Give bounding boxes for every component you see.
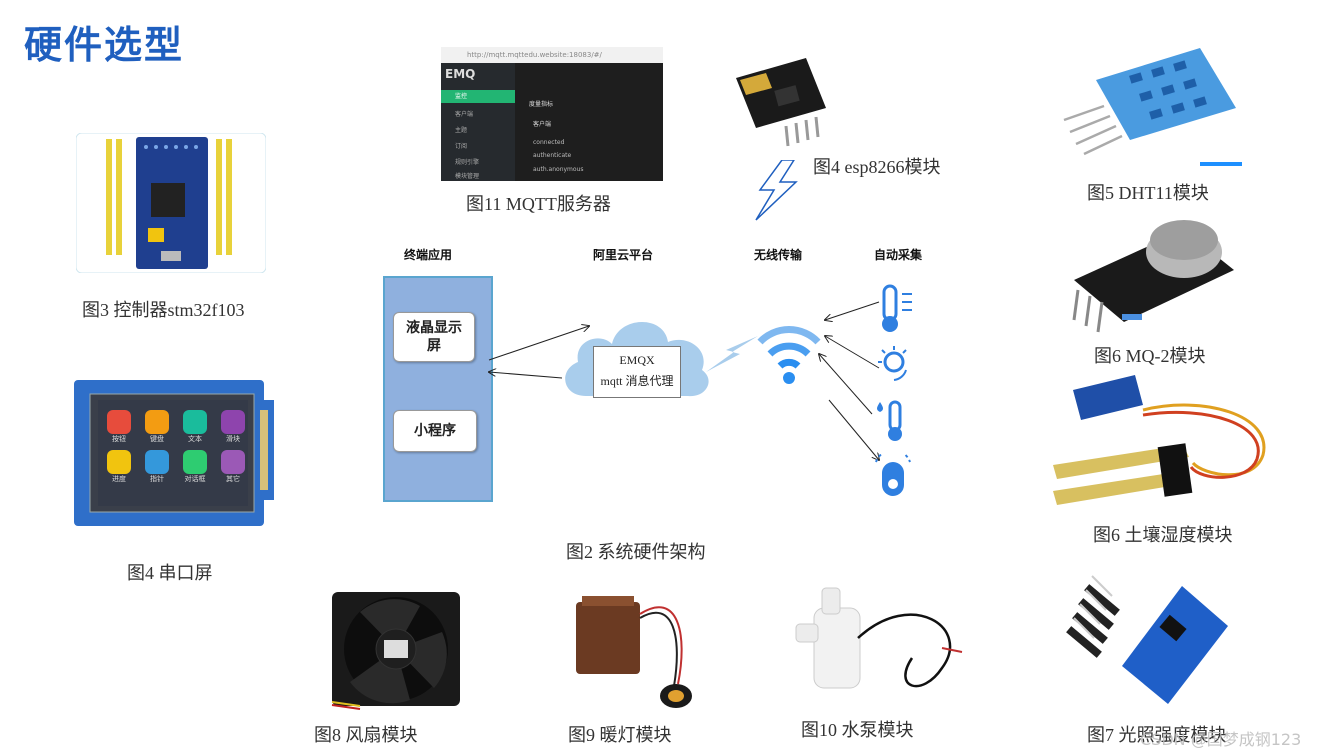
dht11-image	[1060, 40, 1242, 166]
lightning-icon	[752, 159, 802, 226]
mqtt-menu-monitor: 监控	[441, 90, 515, 103]
caption-fan: 图8 风扇模块	[314, 725, 418, 745]
caption-heater: 图9 暖灯模块	[568, 725, 672, 745]
icon-keyboard: 键盘	[142, 410, 172, 444]
mini-program-node: 小程序	[393, 410, 477, 452]
soil-sensor-icon	[872, 448, 914, 504]
label-terminal-app: 终端应用	[404, 248, 453, 262]
icon-progress: 进度	[104, 450, 134, 484]
caption-soil: 图6 土壤湿度模块	[1093, 525, 1233, 545]
icon-dialog: 对话框	[180, 450, 210, 484]
label-auto-collect: 自动采集	[874, 248, 923, 262]
water-pump-image	[792, 568, 964, 708]
mq2-image	[1034, 210, 1260, 336]
label-wireless: 无线传输	[754, 248, 803, 262]
stm32-board-image	[75, 132, 267, 274]
caption-stm32: 图3 控制器stm32f103	[82, 300, 245, 320]
caption-system-arch: 图2 系统硬件架构	[566, 542, 706, 562]
esp8266-image	[726, 48, 836, 158]
mqtt-broker-label: mqtt 消息代理	[600, 374, 674, 388]
serial-screen-icons: 按钮 键盘 文本 滑块 进度 指针 对话框 其它	[104, 410, 254, 484]
soil-moisture-image	[1043, 375, 1271, 510]
sun-light-icon	[876, 344, 916, 388]
emqx-label: EMQX	[619, 353, 655, 367]
mqtt-server-screenshot: http://mqtt.mqttedu.website:18083/#/ EMQ…	[441, 47, 663, 181]
caption-light: 图7 光照强度模块	[1087, 725, 1227, 745]
mqtt-tab: 客户端	[533, 121, 552, 128]
caption-serial-screen: 图4 串口屏	[127, 563, 213, 583]
mqtt-menu-subscriptions: 订阅	[455, 143, 468, 150]
mqtt-sidebar	[441, 63, 515, 181]
label-cloud-platform: 阿里云平台	[593, 248, 654, 262]
light-sensor-image	[1052, 556, 1232, 706]
icon-slider: 滑块	[218, 410, 248, 444]
mqtt-menu-clients: 客户端	[455, 111, 474, 118]
mqtt-row: authenticate	[533, 152, 572, 159]
caption-dht11: 图5 DHT11模块	[1087, 183, 1209, 203]
mqtt-row: auth.anonymous	[533, 166, 584, 173]
wifi-icon	[756, 316, 822, 390]
icon-text: 文本	[180, 410, 210, 444]
caption-mq2: 图6 MQ-2模块	[1094, 346, 1206, 366]
thermometer-icon	[876, 284, 916, 338]
mqtt-menu-topics: 主题	[455, 127, 468, 134]
page-title: 硬件选型	[24, 23, 185, 67]
serial-screen-image: 按钮 键盘 文本 滑块 进度 指针 对话框 其它	[74, 380, 274, 526]
caption-pump: 图10 水泵模块	[801, 720, 914, 740]
humidity-thermometer-icon	[874, 398, 914, 448]
caption-esp8266: 图4 esp8266模块	[813, 157, 941, 177]
mqtt-row: connected	[533, 139, 565, 146]
fan-image	[330, 592, 462, 710]
icon-other: 其它	[218, 450, 248, 484]
mqtt-menu-rules: 规则引擎	[455, 159, 480, 166]
emqx-broker-box: EMQX mqtt 消息代理	[593, 346, 681, 398]
heater-lamp-image	[548, 594, 732, 710]
lcd-screen-node: 液晶显示屏	[393, 312, 475, 362]
caption-mqtt-server: 图11 MQTT服务器	[466, 194, 611, 214]
watermark: CSDN @国梦成钢123	[1140, 730, 1302, 749]
icon-pointer: 指针	[142, 450, 172, 484]
mqtt-menu-modules: 模块管理	[455, 173, 480, 180]
mqtt-logo: EMQ	[445, 67, 476, 81]
mqtt-url-bar: http://mqtt.mqttedu.website:18083/#/	[441, 47, 663, 63]
mqtt-section: 度量指标	[529, 101, 554, 108]
icon-button: 按钮	[104, 410, 134, 444]
diagram-arrows	[367, 222, 935, 522]
wireless-lightning-icon	[706, 336, 758, 376]
